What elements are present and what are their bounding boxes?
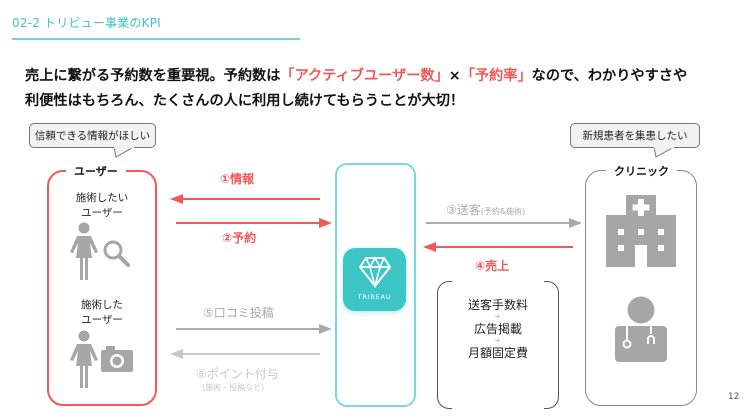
person-camera-icon <box>70 330 133 388</box>
revenue-breakdown: 送客手数料 + 広告掲載 + 月額固定費 <box>437 298 559 360</box>
slide-title: 02-2 トリビュー事業のKPI <box>12 16 161 30</box>
clinic-bubble-tail <box>653 147 676 158</box>
arrow-reserve <box>176 218 332 228</box>
person-search-icon <box>70 222 130 280</box>
flow-label-send-customer: ③送客(予約&施術) <box>446 203 526 217</box>
page-number: 12 <box>728 392 740 402</box>
tribeau-app-icon[interactable]: TRIBEAU <box>343 248 406 311</box>
hospital-icon <box>606 195 676 267</box>
clinic-speech-bubble: 新規患者を集患したい <box>570 123 700 148</box>
arrow-send-customer <box>426 218 582 228</box>
flow-label-sales: ④売上 <box>475 259 510 273</box>
highlight-active-users: 「アクティブユーザー数」 <box>280 68 449 84</box>
flow-label-info: ①情報 <box>220 172 255 186</box>
flow-label-reserve: ②予約 <box>222 231 257 245</box>
user-speech-bubble: 信頼できる情報がほしい <box>29 123 156 148</box>
headline: 売上に繋がる予約数を重要視。予約数は「アクティブユーザー数」×「予約率」なので、… <box>25 64 740 114</box>
doctor-icon <box>615 296 667 362</box>
revenue-item-ads: 広告掲載 <box>473 322 522 336</box>
headline-line-2: 利便性はもちろん、たくさんの人に利用し続けてもらうことが大切！ <box>25 93 465 109</box>
title-divider <box>12 38 300 40</box>
arrow-points <box>170 349 320 359</box>
app-box <box>335 163 416 407</box>
headline-line-1: 売上に繋がる予約数を重要視。予約数は「アクティブユーザー数」×「予約率」なので、… <box>25 68 688 84</box>
revenue-item-referral-fee: 送客手数料 <box>467 298 528 312</box>
flow-label-review: ⑤口コミ投稿 <box>203 306 274 320</box>
arrow-info <box>170 194 320 204</box>
arrow-review <box>176 324 332 334</box>
flow-label-points-note: (施術・投稿など) <box>202 383 265 392</box>
clinic-group-label: クリニック <box>606 163 677 179</box>
persona-label-prospective: 施術したい ユーザー <box>75 192 129 219</box>
arrow-sales <box>423 242 573 252</box>
user-bubble-tail <box>113 147 136 158</box>
highlight-reservation-rate: 「予約率」 <box>460 68 532 84</box>
user-group-label: ユーザー <box>66 163 126 179</box>
persona-label-experienced: 施術した ユーザー <box>81 299 123 326</box>
app-name: TRIBEAU <box>357 293 392 301</box>
revenue-item-monthly-fee: 月額固定費 <box>467 346 528 360</box>
flow-label-points: ⑥ポイント付与 <box>196 367 279 381</box>
diamond-icon <box>359 256 391 288</box>
